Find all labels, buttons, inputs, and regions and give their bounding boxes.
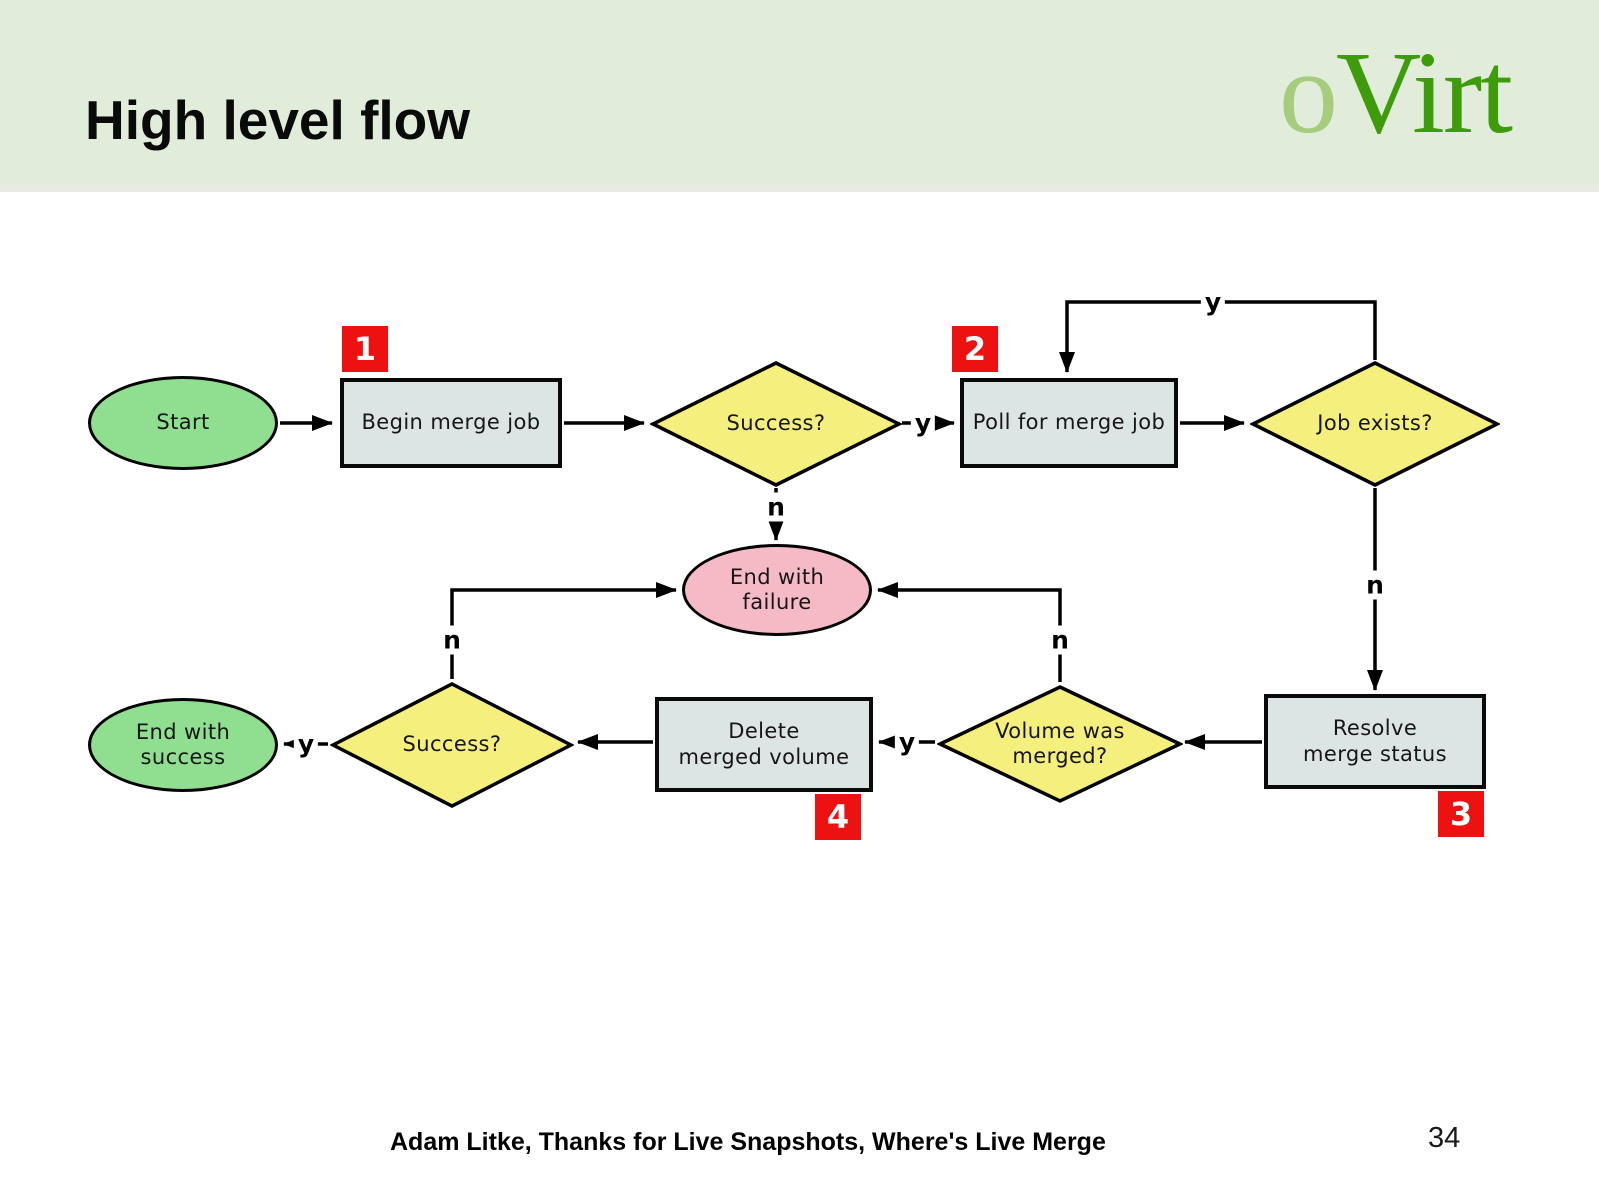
- node-start: Start: [88, 376, 278, 470]
- page-number: 34: [1428, 1122, 1461, 1154]
- node-success-top-label: Success?: [726, 411, 826, 436]
- step-badge-3: 3: [1438, 791, 1484, 837]
- node-volume-was-merged-label: Volume was merged?: [995, 718, 1125, 768]
- node-success-bottom-label: Success?: [402, 732, 502, 757]
- edge-label-job-exists-no: n: [1362, 570, 1388, 600]
- node-end-with-success: End with success: [88, 698, 278, 792]
- ovirt-logo-virt: Virt: [1336, 27, 1513, 158]
- node-job-exists: Job exists?: [1250, 360, 1500, 488]
- diamond-shape: [1250, 361, 1500, 487]
- slide-header: High level flow oVirt: [0, 0, 1599, 184]
- node-start-label: Start: [156, 410, 210, 435]
- diamond-shape: [937, 685, 1183, 803]
- ovirt-logo: oVirt: [1279, 27, 1513, 158]
- edge-label-success-top-no: n: [763, 492, 789, 522]
- step-badge-4: 4: [815, 794, 861, 840]
- node-resolve-merge-status-label: Resolve merge status: [1303, 716, 1447, 766]
- edge-label-volume-merged-yes: y: [894, 727, 920, 757]
- node-end-with-success-label: End with success: [135, 719, 231, 769]
- edge-label-volume-merged-no: n: [1047, 625, 1073, 655]
- node-delete-merged-volume: Delete merged volume: [655, 697, 873, 792]
- edge-success2-no-to-failure: [450, 582, 677, 679]
- node-volume-was-merged: Volume was merged?: [937, 684, 1183, 804]
- edge-label-success-top-yes: y: [910, 408, 936, 438]
- step-badge-2: 2: [952, 326, 998, 372]
- edge-label-job-exists-yes: y: [1200, 287, 1226, 317]
- node-resolve-merge-status: Resolve merge status: [1264, 694, 1486, 789]
- node-success-top: Success?: [650, 360, 902, 488]
- diamond-shape: [650, 361, 902, 487]
- node-poll-for-merge-job-label: Poll for merge job: [972, 410, 1166, 435]
- node-job-exists-label: Job exists?: [1317, 411, 1433, 436]
- node-end-with-failure-label: End with failure: [729, 564, 825, 614]
- edge-label-success-bottom-yes: y: [293, 729, 319, 759]
- node-end-with-failure: End with failure: [682, 544, 872, 636]
- node-begin-merge-job-label: Begin merge job: [361, 410, 541, 435]
- diamond-shape: [330, 682, 574, 808]
- header-divider: [0, 184, 1599, 192]
- page-title: High level flow: [85, 89, 471, 151]
- edge-label-success-bottom-no: n: [439, 625, 465, 655]
- node-delete-merged-volume-label: Delete merged volume: [678, 719, 850, 769]
- node-begin-merge-job: Begin merge job: [340, 378, 562, 468]
- node-poll-for-merge-job: Poll for merge job: [960, 378, 1178, 468]
- ovirt-logo-o: o: [1279, 27, 1338, 158]
- step-badge-1: 1: [342, 326, 388, 372]
- edge-volume-no-to-failure: [877, 582, 1062, 682]
- footer-credit: Adam Litke, Thanks for Live Snapshots, W…: [390, 1128, 1106, 1156]
- node-success-bottom: Success?: [330, 681, 574, 809]
